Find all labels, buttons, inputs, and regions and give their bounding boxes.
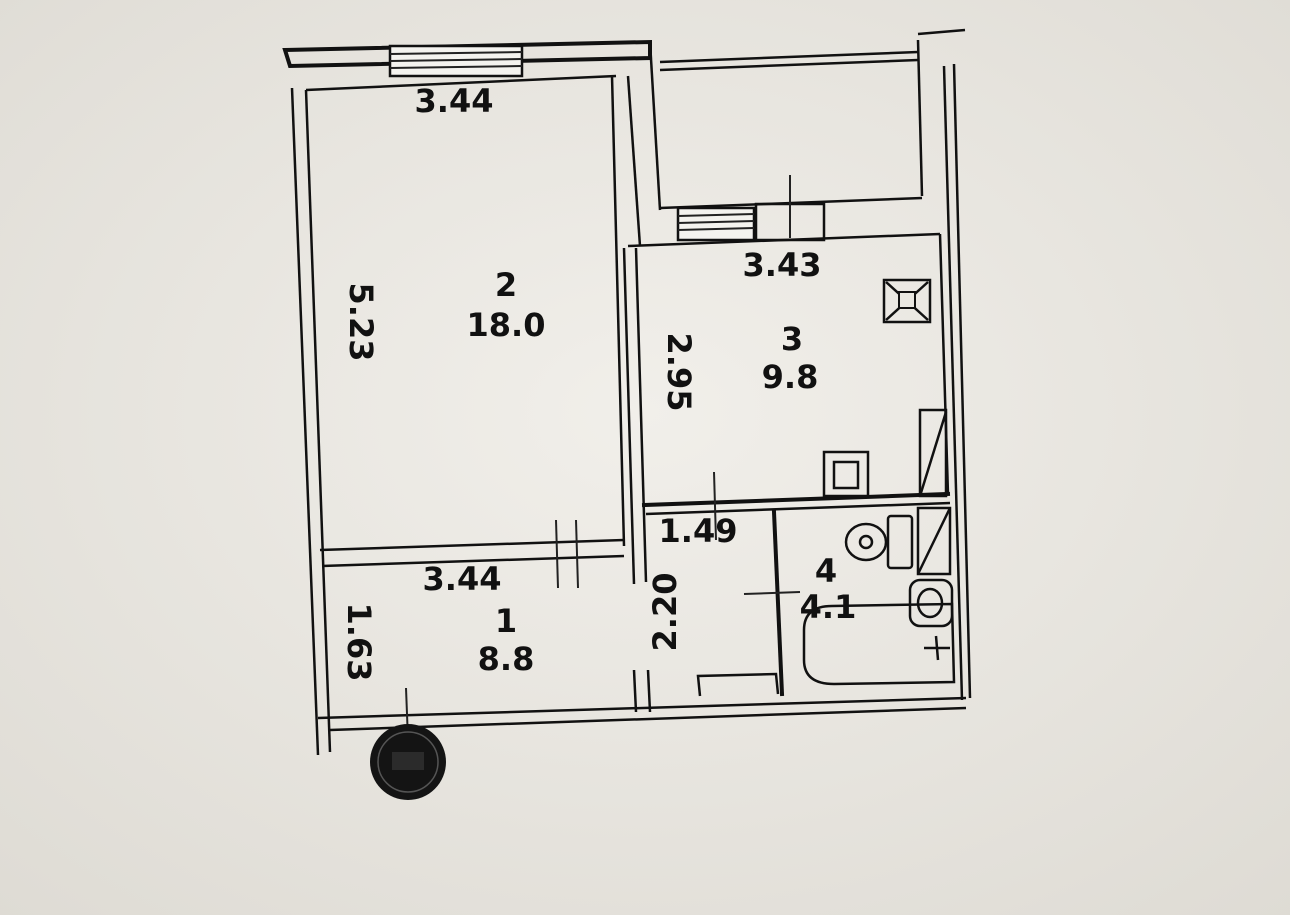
- room2-length-label: 5.23: [342, 283, 380, 362]
- room2-number: 2: [495, 266, 517, 304]
- room3-area: 9.8: [762, 358, 819, 396]
- room4-number: 4: [815, 552, 837, 590]
- room1-width-label: 3.44: [423, 560, 502, 598]
- bathroom-shaft: [916, 506, 952, 576]
- room2-area: 18.0: [467, 306, 546, 344]
- toilet-icon: [844, 514, 914, 570]
- ink-stamp: [370, 724, 446, 800]
- hall-width-label: 1.49: [659, 512, 738, 550]
- room3-length-label: 2.95: [660, 333, 698, 412]
- hall-length-label: 2.20: [646, 573, 684, 652]
- kitchen-counter: [918, 408, 948, 498]
- door-marks: [405, 471, 801, 741]
- room2-width-label: 3.44: [415, 82, 494, 120]
- room1-number: 1: [495, 602, 517, 640]
- room1-length-label: 1.63: [340, 603, 378, 682]
- windows: [388, 44, 826, 242]
- kitchen-stove-icon: [882, 278, 932, 324]
- room4-area: 4.1: [800, 588, 857, 626]
- kitchen-sink-icon: [822, 450, 870, 498]
- room3-number: 3: [781, 320, 803, 358]
- room3-width-label: 3.43: [743, 246, 822, 284]
- room1-area: 8.8: [478, 640, 535, 678]
- walls: [282, 28, 972, 756]
- bathtub-icon: [802, 602, 956, 686]
